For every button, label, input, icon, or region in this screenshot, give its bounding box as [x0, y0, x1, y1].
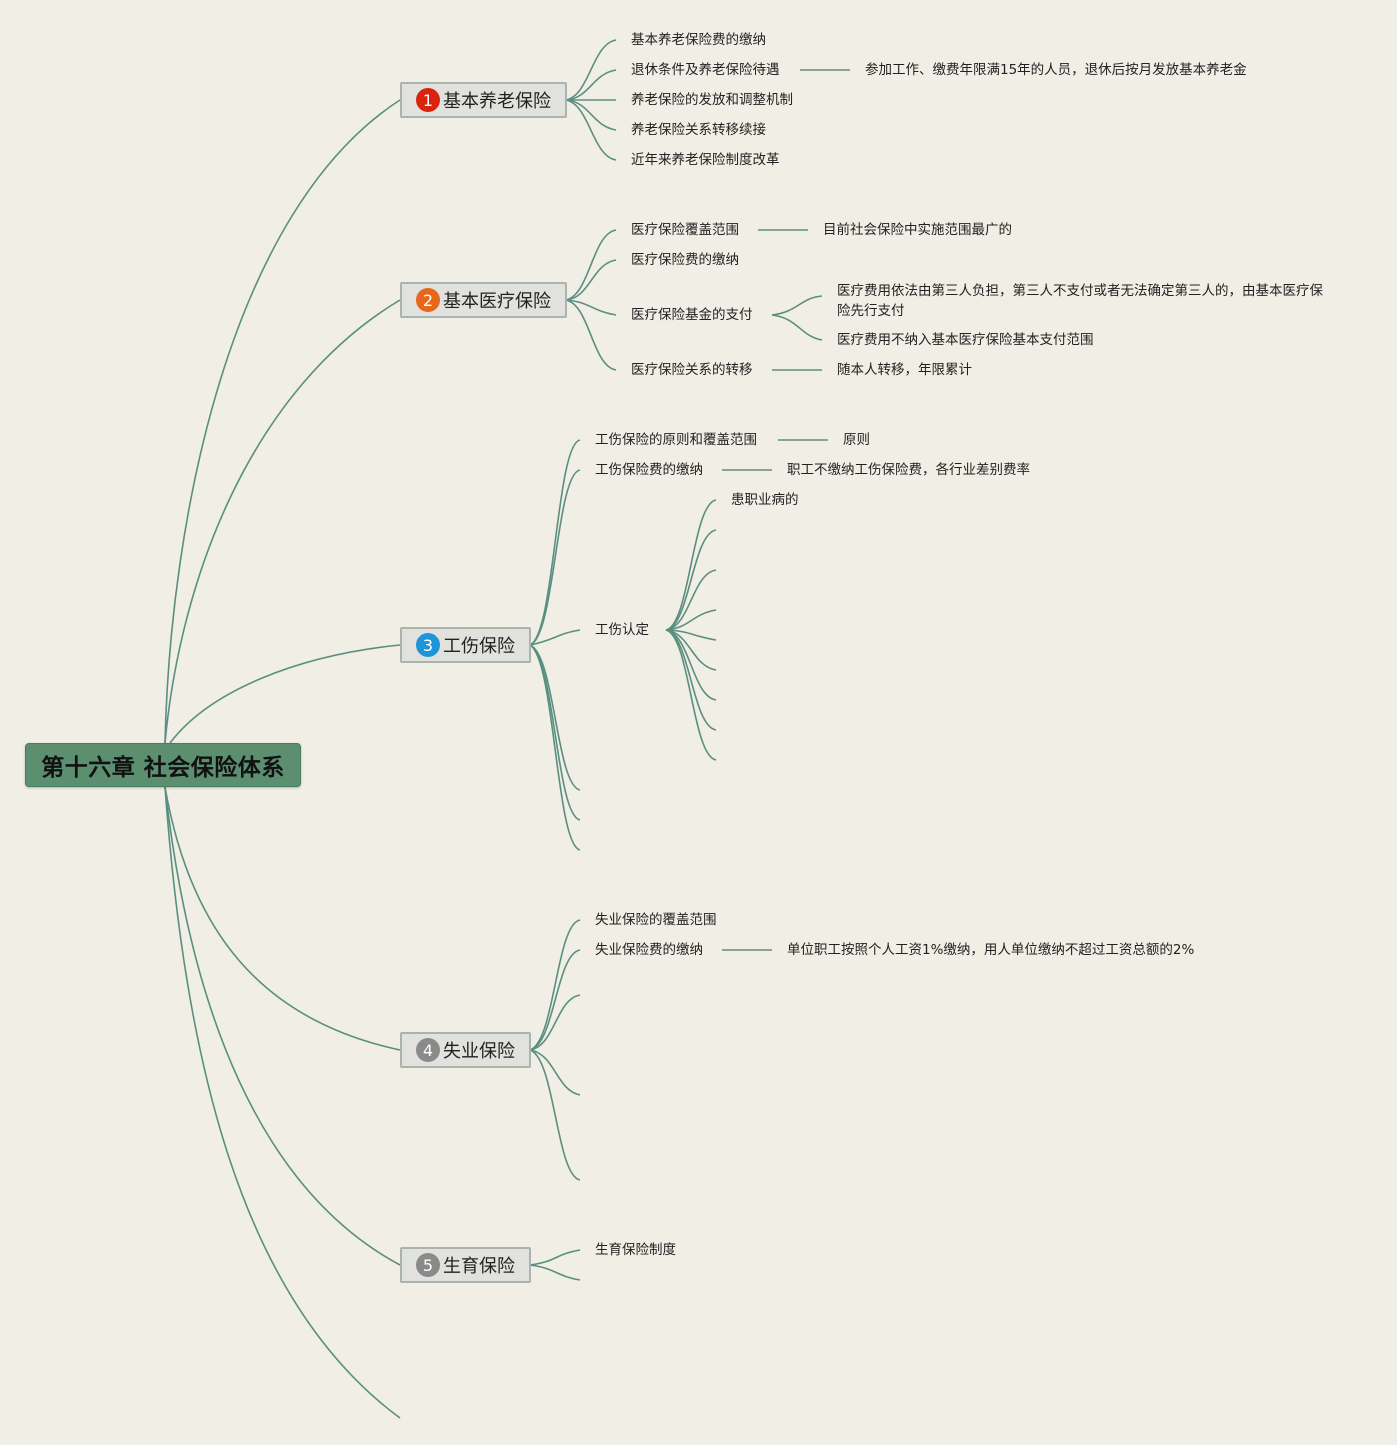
badge-5: 5 [416, 1253, 440, 1277]
badge-4: 4 [416, 1038, 440, 1062]
root-link-2 [164, 299, 401, 744]
root-link-6 [164, 786, 401, 1419]
branch-node-5[interactable]: 5 生育保险 [400, 1247, 531, 1283]
branch-label-1: 基本养老保险 [443, 91, 551, 112]
root-label: 第十六章 社会保险体系 [41, 755, 285, 781]
branch-node-1[interactable]: 1 基本养老保险 [400, 82, 567, 118]
topic-2-2[interactable]: 医疗保险费的缴纳 [631, 252, 739, 268]
branch-label-2: 基本医疗保险 [443, 291, 551, 312]
branch-node-4[interactable]: 4 失业保险 [400, 1032, 531, 1068]
branch-label-4: 失业保险 [443, 1041, 515, 1062]
topic-1-3[interactable]: 养老保险的发放和调整机制 [631, 92, 793, 108]
topic-3-1[interactable]: 工伤保险的原则和覆盖范围 [595, 432, 757, 448]
branch-node-2[interactable]: 2 基本医疗保险 [400, 282, 567, 318]
topic-2-3-detail-1[interactable]: 医疗费用依法由第三人负担，第三人不支付或者无法确定第三人的，由基本医疗保险先行支… [837, 283, 1323, 319]
topic-3-3-detail-1[interactable]: 患职业病的 [731, 492, 799, 508]
badge-1: 1 [416, 88, 440, 112]
topic-5-1[interactable]: 生育保险制度 [595, 1242, 676, 1258]
root-link-4 [164, 786, 401, 1051]
topic-2-3[interactable]: 医疗保险基金的支付 [631, 307, 753, 323]
root-link-1 [164, 99, 401, 744]
topic-4-1[interactable]: 失业保险的覆盖范围 [595, 912, 717, 928]
topic-3-2-detail[interactable]: 职工不缴纳工伤保险费，各行业差别费率 [787, 462, 1030, 478]
branch-node-3[interactable]: 3 工伤保险 [400, 627, 531, 663]
root-link-5 [164, 786, 401, 1266]
topic-2-1[interactable]: 医疗保险覆盖范围 [631, 222, 739, 238]
topic-3-3[interactable]: 工伤认定 [595, 622, 649, 638]
topic-1-2[interactable]: 退休条件及养老保险待遇 [631, 62, 780, 78]
root-link-3 [169, 644, 401, 744]
root-node[interactable]: 第十六章 社会保险体系 [25, 743, 301, 787]
branch-label-5: 生育保险 [443, 1256, 515, 1277]
topic-2-4[interactable]: 医疗保险关系的转移 [631, 362, 753, 378]
badge-2: 2 [416, 288, 440, 312]
branch-label-3: 工伤保险 [443, 636, 515, 657]
badge-3: 3 [416, 633, 440, 657]
topic-3-1-detail[interactable]: 原则 [843, 432, 870, 448]
topic-2-4-detail[interactable]: 随本人转移，年限累计 [837, 362, 972, 378]
topic-2-3-detail-2[interactable]: 医疗费用不纳入基本医疗保险基本支付范围 [837, 332, 1094, 348]
topic-2-1-detail[interactable]: 目前社会保险中实施范围最广的 [823, 222, 1012, 238]
topic-1-5[interactable]: 近年来养老保险制度改革 [631, 152, 780, 168]
topic-1-4[interactable]: 养老保险关系转移续接 [631, 122, 766, 138]
topic-4-2[interactable]: 失业保险费的缴纳 [595, 942, 703, 958]
topic-3-2[interactable]: 工伤保险费的缴纳 [595, 462, 703, 478]
topic-4-2-detail[interactable]: 单位职工按照个人工资1%缴纳，用人单位缴纳不超过工资总额的2% [787, 942, 1195, 958]
topic-1-2-detail[interactable]: 参加工作、缴费年限满15年的人员，退休后按月发放基本养老金 [865, 62, 1247, 78]
topic-1-1[interactable]: 基本养老保险费的缴纳 [631, 32, 766, 48]
